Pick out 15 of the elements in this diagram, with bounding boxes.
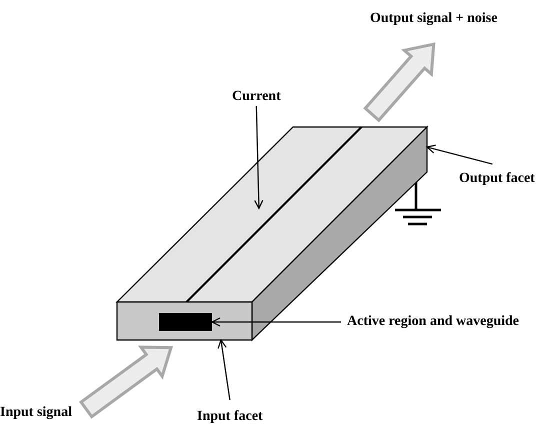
front-face — [117, 302, 252, 340]
active-region-label: Active region and waveguide — [347, 313, 520, 331]
current-label: Current — [232, 88, 281, 106]
output-facet-label: Output facet — [459, 170, 535, 188]
leader-arrow — [218, 339, 230, 400]
input-label: Input signal — [0, 404, 72, 422]
active-region-block — [159, 313, 212, 331]
block-arrow — [79, 346, 174, 419]
leader-arrow — [254, 106, 264, 209]
leader-arrow — [426, 144, 493, 165]
side-face — [252, 127, 427, 340]
leader-arrow — [211, 317, 341, 327]
output-label: Output signal + noise — [370, 10, 498, 28]
input-facet-label: Input facet — [197, 408, 263, 426]
block-arrow — [363, 42, 436, 122]
